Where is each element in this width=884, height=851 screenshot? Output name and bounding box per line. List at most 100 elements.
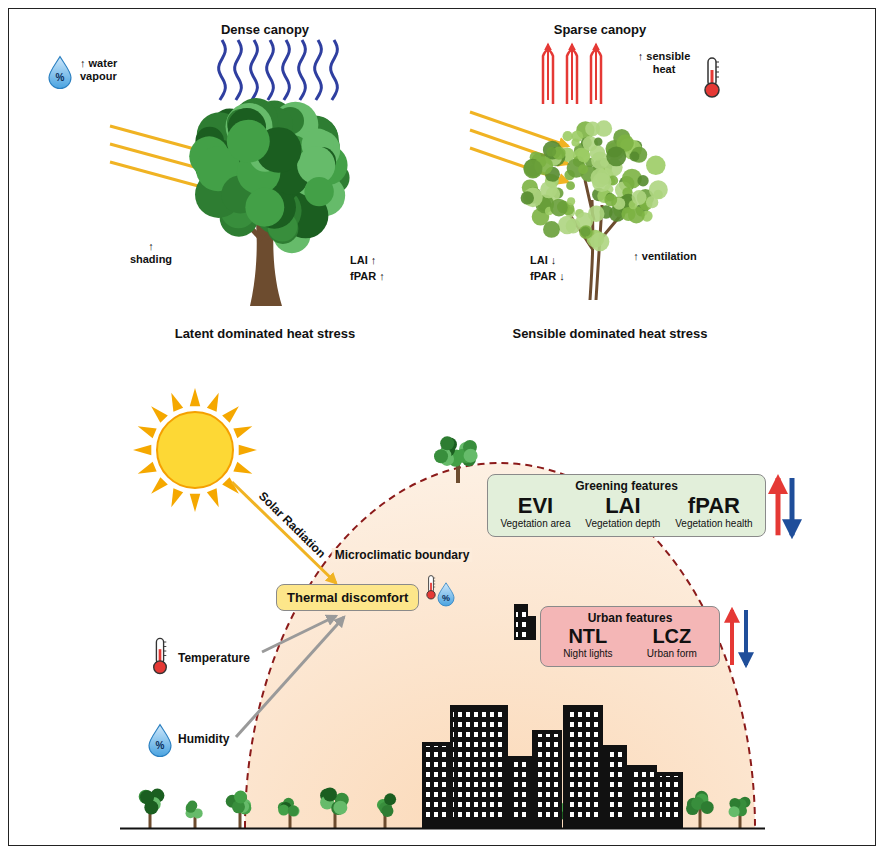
sparse-canopy-leaf [567,197,575,205]
icon-symbol: % [442,593,450,604]
building-windows [566,709,600,818]
thermometer-icon [427,576,435,599]
dense-canopy-leaf [245,188,284,227]
water-vapour-wave [299,40,306,100]
small-tree-leaf [234,790,247,803]
humidity-droplet-icon [438,583,454,606]
sparse-canopy-leaf [540,181,557,198]
droplet-shape [49,57,71,89]
sparse-canopy-leaf [523,160,542,179]
building-windows [660,776,680,818]
small-tree-leaf [288,805,299,816]
sun-ray [222,406,239,423]
small-tree-leaf [384,793,396,805]
sun-ray [239,445,257,456]
box-heading: Greening features [500,479,753,493]
small-tree-leaf [729,806,740,817]
feature-column: fPARVegetation health [675,493,752,530]
sparse-canopy-leaf [558,216,576,234]
building-windows [535,734,559,818]
sun-ray [233,462,252,474]
droplet-shape [149,725,171,757]
sensible-heat-arrow [547,44,549,100]
sparse-canopy-leaf [571,139,579,147]
feature-description: Vegetation depth [585,518,660,530]
sun-ray [171,393,183,412]
sparse-canopy-leaf [580,226,590,236]
feature-acronym: fPAR [688,493,740,518]
building [657,772,683,828]
feature-description: Vegetation area [500,518,570,530]
water-vapour-wave [219,40,226,100]
humidity-droplet-icon [49,57,71,89]
small-tree-leaf [381,805,393,817]
feature-acronym: NTL [568,625,607,648]
sparse-canopy-leaf [590,145,605,160]
frame [9,9,876,846]
thermometer-tick [164,655,167,656]
dense-canopy-leaf [304,177,333,206]
small-tree-leaf [701,801,714,814]
solar-radiation-arrow [232,482,336,583]
icon-tree-leaf [464,449,478,463]
sparse-canopy-leaf [577,149,590,162]
annotation-label: Sparse canopy [554,22,647,38]
small-tree-trunk [699,807,702,828]
water-vapour-wave [251,40,258,100]
sparse-canopy-leaf [604,193,617,206]
water-vapour-wave [267,40,274,100]
small-tree-leaf [140,790,154,804]
annotation-label: ↑ ventilation [630,250,700,263]
thermometer-tick [433,578,435,579]
ground-line [120,828,765,830]
annotation-label: fPAR ↑ [350,270,385,283]
annotation-label: fPAR ↓ [530,270,565,283]
sun-ray [190,494,201,512]
icon-symbol: % [156,740,165,752]
sparse-canopy-leaf [592,173,611,192]
feature-column: LAIVegetation depth [585,493,660,530]
thermometer-tick [164,646,167,647]
building-windows [425,746,449,818]
sun-ray [207,488,219,507]
feature-column: EVIVegetation area [500,493,570,530]
sparse-canopy-leaf [563,131,573,141]
feature-description: Urban form [647,648,697,660]
sun [157,412,233,488]
thermometer-tick [716,62,719,63]
thermometer-bulb [427,591,435,599]
building [563,705,603,828]
sun-ray [233,426,252,438]
greening-features-box: Greening featuresEVIVegetation area LAIVe… [487,474,766,537]
building [532,730,562,828]
small-tree-leaf [187,800,197,810]
water-vapour-wave [235,40,242,100]
feature-row: EVIVegetation area LAIVegetation depth fPA… [500,493,753,530]
sun-ray [151,477,168,494]
annotation-label: ↑ water vapour [80,57,134,83]
sun-ray [190,388,201,406]
sparse-canopy-leaf [646,156,665,175]
increase-arrow [730,610,734,665]
sun-ray [133,445,151,456]
sun-ray [138,426,157,438]
feature-column: NTLNight lights [563,625,612,660]
small-tree-leaf [323,787,337,801]
building [422,742,452,828]
solar-ray-arrow [470,130,568,164]
building [508,756,532,828]
annotation-label: LAI ↑ [350,254,376,267]
decrease-arrow [790,478,795,535]
sparse-canopy-leaf [579,225,593,239]
annotation-label: Solar Radiation [256,489,329,561]
sparse-canopy-leaf [550,199,568,217]
water-vapour-wave [283,40,290,100]
sun-ray [207,393,219,412]
thermometer-tube [429,576,434,593]
thermometer-tick [433,587,435,588]
sparse-canopy-leaf [646,196,658,208]
building-windows [630,769,654,818]
sparse-canopy-leaf [606,146,626,166]
